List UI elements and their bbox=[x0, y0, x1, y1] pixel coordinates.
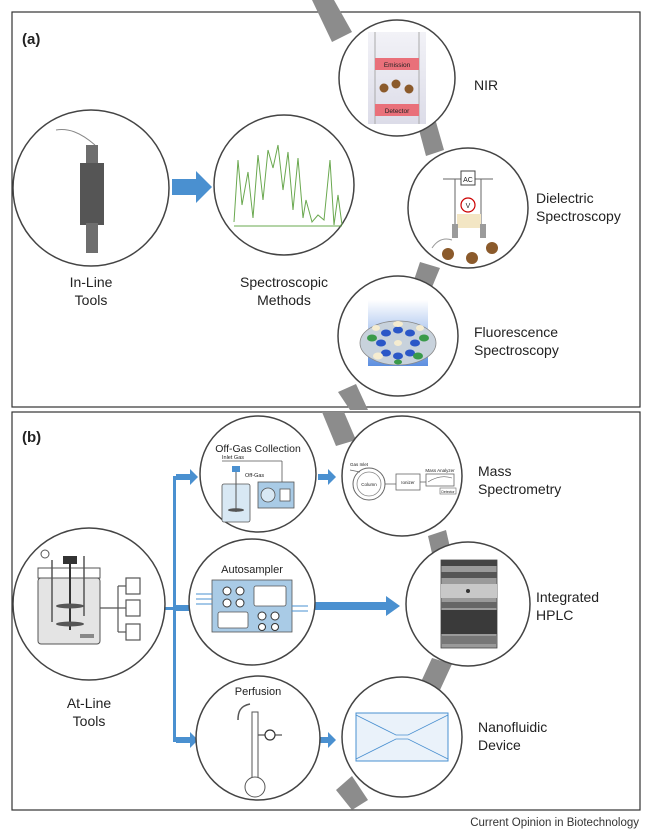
atline-tool-circle bbox=[12, 527, 166, 681]
fluorescence-circle bbox=[337, 275, 459, 397]
ms-ionizer-label: Ionizer bbox=[401, 480, 415, 485]
atline-tools-label-2: Tools bbox=[73, 713, 106, 729]
offgas-offgas-label: Off-Gas bbox=[245, 473, 264, 479]
mass-spec-title-1: Mass bbox=[478, 463, 511, 479]
spectroscopic-methods-circle bbox=[213, 114, 355, 256]
hplc-circle bbox=[405, 541, 531, 667]
arrow-right-icon bbox=[172, 171, 212, 203]
autosampler-circle bbox=[188, 538, 316, 666]
spectroscopic-methods-label-2: Methods bbox=[257, 292, 311, 308]
nir-circle bbox=[338, 19, 456, 137]
panel-a-track bbox=[312, 0, 444, 410]
dielectric-v-label: V bbox=[466, 203, 471, 210]
nir-emission-label: Emission bbox=[384, 62, 411, 69]
ms-column-label: Column bbox=[361, 482, 377, 487]
fluorescence-title-1: Fluorescence bbox=[474, 324, 558, 340]
nanofluidic-title-2: Device bbox=[478, 737, 521, 753]
perfusion-title: Perfusion bbox=[235, 686, 281, 698]
dielectric-circle bbox=[407, 147, 529, 269]
perfusion-circle bbox=[195, 675, 321, 801]
atline-tools-label-1: At-Line bbox=[67, 695, 112, 711]
nir-title: NIR bbox=[474, 77, 498, 93]
spectroscopic-methods-label-1: Spectroscopic bbox=[240, 274, 328, 290]
offgas-collection-circle bbox=[199, 415, 317, 533]
panel-b-label: (b) bbox=[22, 429, 41, 446]
dielectric-title-2: Spectroscopy bbox=[536, 208, 621, 224]
mass-spec-title-2: Spectrometry bbox=[478, 481, 561, 497]
offgas-inlet-label: Inlet Gas bbox=[222, 455, 244, 461]
inline-tool-circle bbox=[12, 109, 170, 267]
dielectric-ac-label: AC bbox=[463, 177, 473, 184]
autosampler-title: Autosampler bbox=[221, 564, 283, 576]
nanofluidic-title-1: Nanofluidic bbox=[478, 719, 547, 735]
nanofluidic-circle bbox=[341, 676, 463, 798]
nir-detector-label: Detector bbox=[385, 108, 410, 115]
fluorescence-title-2: Spectroscopy bbox=[474, 342, 559, 358]
mass-spectrometry-circle bbox=[341, 415, 463, 537]
inline-tools-label-2: Tools bbox=[75, 292, 108, 308]
panel-a-label: (a) bbox=[22, 31, 40, 48]
offgas-title: Off-Gas Collection bbox=[215, 443, 301, 455]
hplc-title-2: HPLC bbox=[536, 607, 573, 623]
ms-gas-inlet-label: Gas Inlet bbox=[350, 462, 369, 467]
ms-analyzer-label: Mass Analyzer bbox=[425, 468, 455, 473]
inline-tools-label-1: In-Line bbox=[70, 274, 113, 290]
hplc-title-1: Integrated bbox=[536, 589, 599, 605]
dielectric-title-1: Dielectric bbox=[536, 190, 594, 206]
ms-detector-label: Detector bbox=[441, 490, 455, 494]
footer-credit: Current Opinion in Biotechnology bbox=[470, 817, 639, 829]
